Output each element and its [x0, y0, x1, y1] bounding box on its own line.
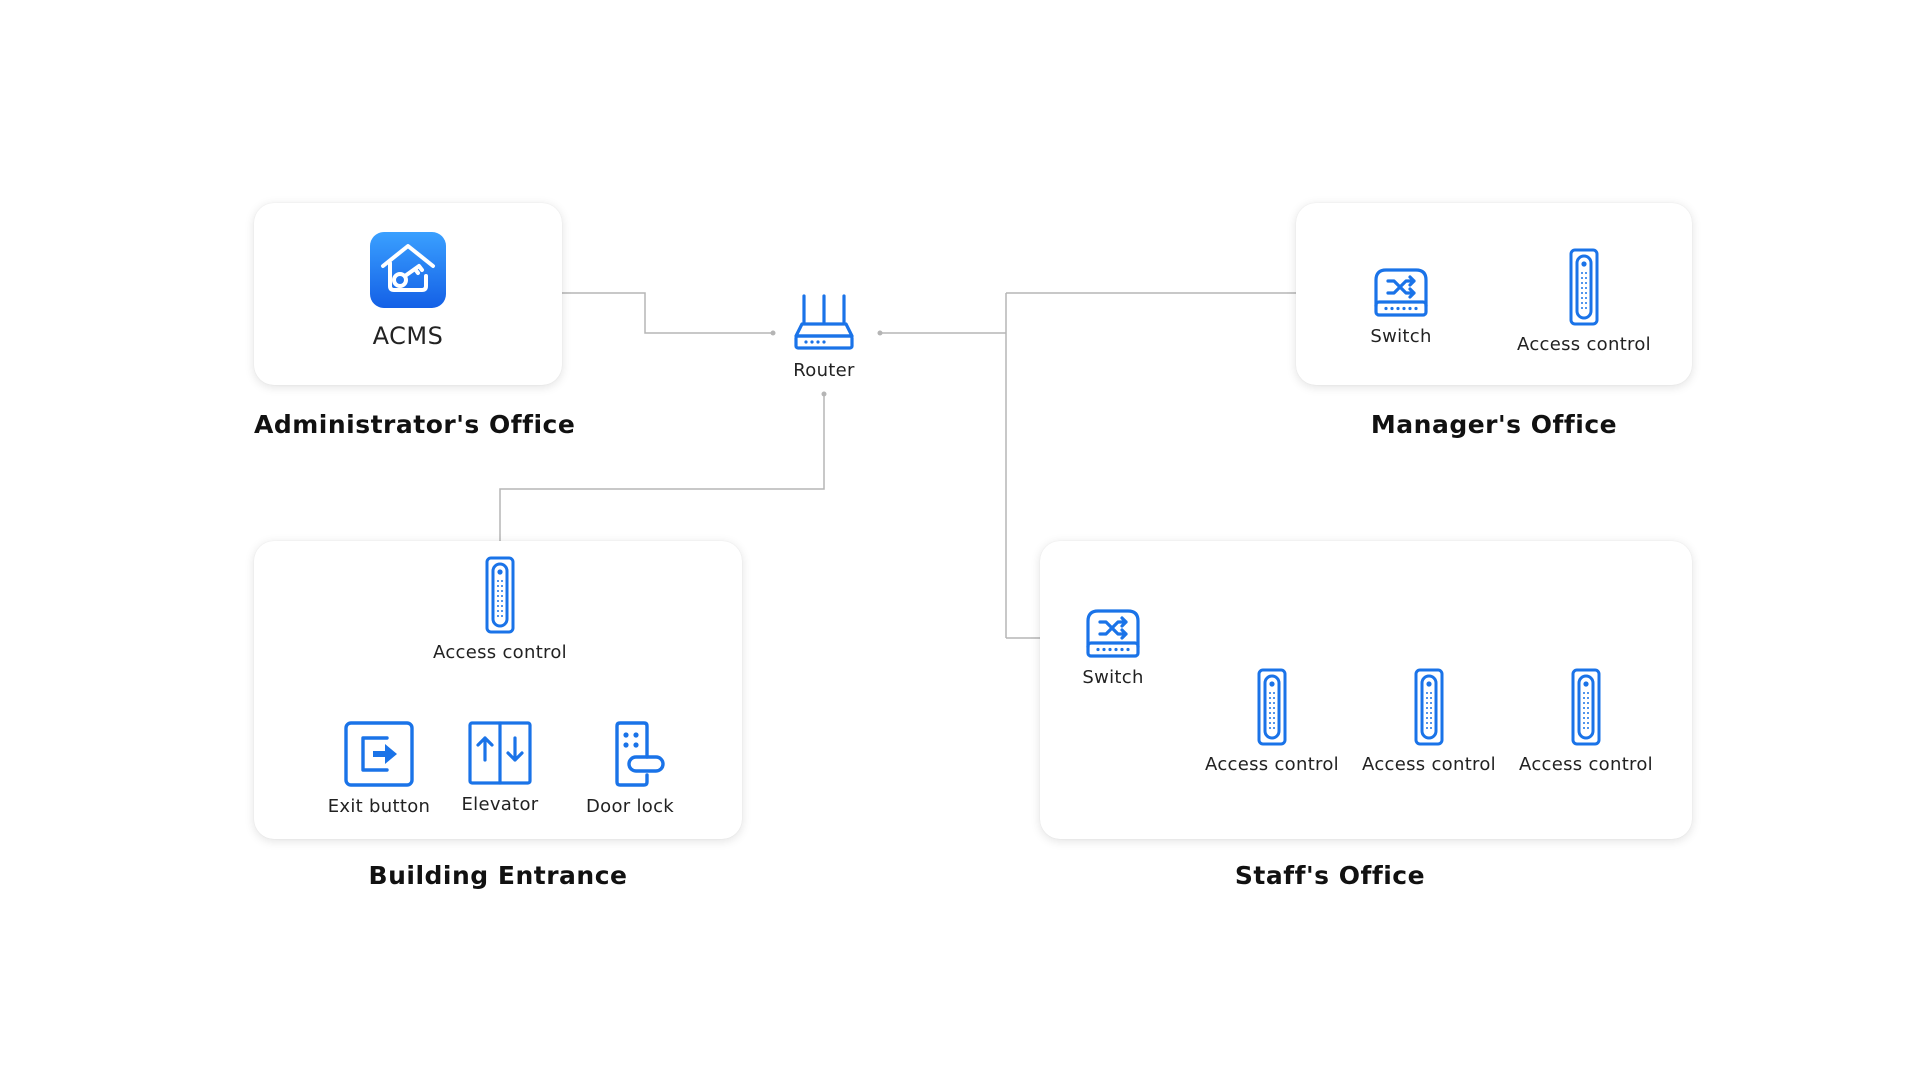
staffs-office-title: Staff's Office: [1234, 861, 1426, 890]
door-lock-label: Door lock: [585, 796, 675, 817]
elevator-label: Elevator: [461, 794, 539, 815]
staff-access-control-3[interactable]: Access control: [1506, 668, 1666, 775]
acms-label: ACMS: [372, 322, 444, 350]
manager-switch-label: Switch: [1370, 326, 1432, 347]
access-control-icon: [485, 556, 515, 634]
staff-access-control-2[interactable]: Access control: [1349, 668, 1509, 775]
entrance-access-control[interactable]: Access control: [420, 556, 580, 663]
exit-button-icon: [343, 720, 415, 788]
access-control-icon: [1571, 668, 1601, 746]
staff-switch-label: Switch: [1082, 667, 1144, 688]
staff-access-control-label: Access control: [1205, 754, 1339, 775]
staffs-office-card: [1040, 541, 1692, 839]
managers-office-title: Manager's Office: [1370, 410, 1618, 439]
manager-access-control-label: Access control: [1517, 334, 1651, 355]
house-key-app-icon: [370, 232, 446, 308]
switch-icon: [1372, 266, 1430, 318]
acms-app[interactable]: ACMS: [358, 232, 458, 350]
access-control-icon: [1569, 248, 1599, 326]
staff-switch[interactable]: Switch: [1063, 607, 1163, 688]
exit-button[interactable]: Exit button: [319, 720, 439, 817]
access-control-icon: [1414, 668, 1444, 746]
access-control-icon: [1257, 668, 1287, 746]
entrance-access-control-label: Access control: [433, 642, 567, 663]
manager-access-control[interactable]: Access control: [1504, 248, 1664, 355]
exit-button-label: Exit button: [327, 796, 431, 817]
managers-office-card: [1296, 203, 1692, 385]
router-label: Router: [793, 360, 855, 381]
connector-dot: [877, 330, 883, 336]
administrators-office-title: Administrator's Office: [254, 410, 576, 439]
door-lock[interactable]: Door lock: [570, 720, 690, 817]
staff-access-control-label: Access control: [1362, 754, 1496, 775]
staff-access-control-1[interactable]: Access control: [1192, 668, 1352, 775]
building-entrance-title: Building Entrance: [368, 861, 628, 890]
router[interactable]: Router: [774, 292, 874, 381]
door-lock-icon: [611, 720, 667, 788]
router-icon: [792, 292, 856, 352]
connector-dot: [821, 391, 827, 397]
staff-access-control-label: Access control: [1519, 754, 1653, 775]
manager-switch[interactable]: Switch: [1351, 266, 1451, 347]
elevator[interactable]: Elevator: [440, 720, 560, 815]
elevator-icon: [467, 720, 533, 786]
switch-icon: [1084, 607, 1142, 659]
